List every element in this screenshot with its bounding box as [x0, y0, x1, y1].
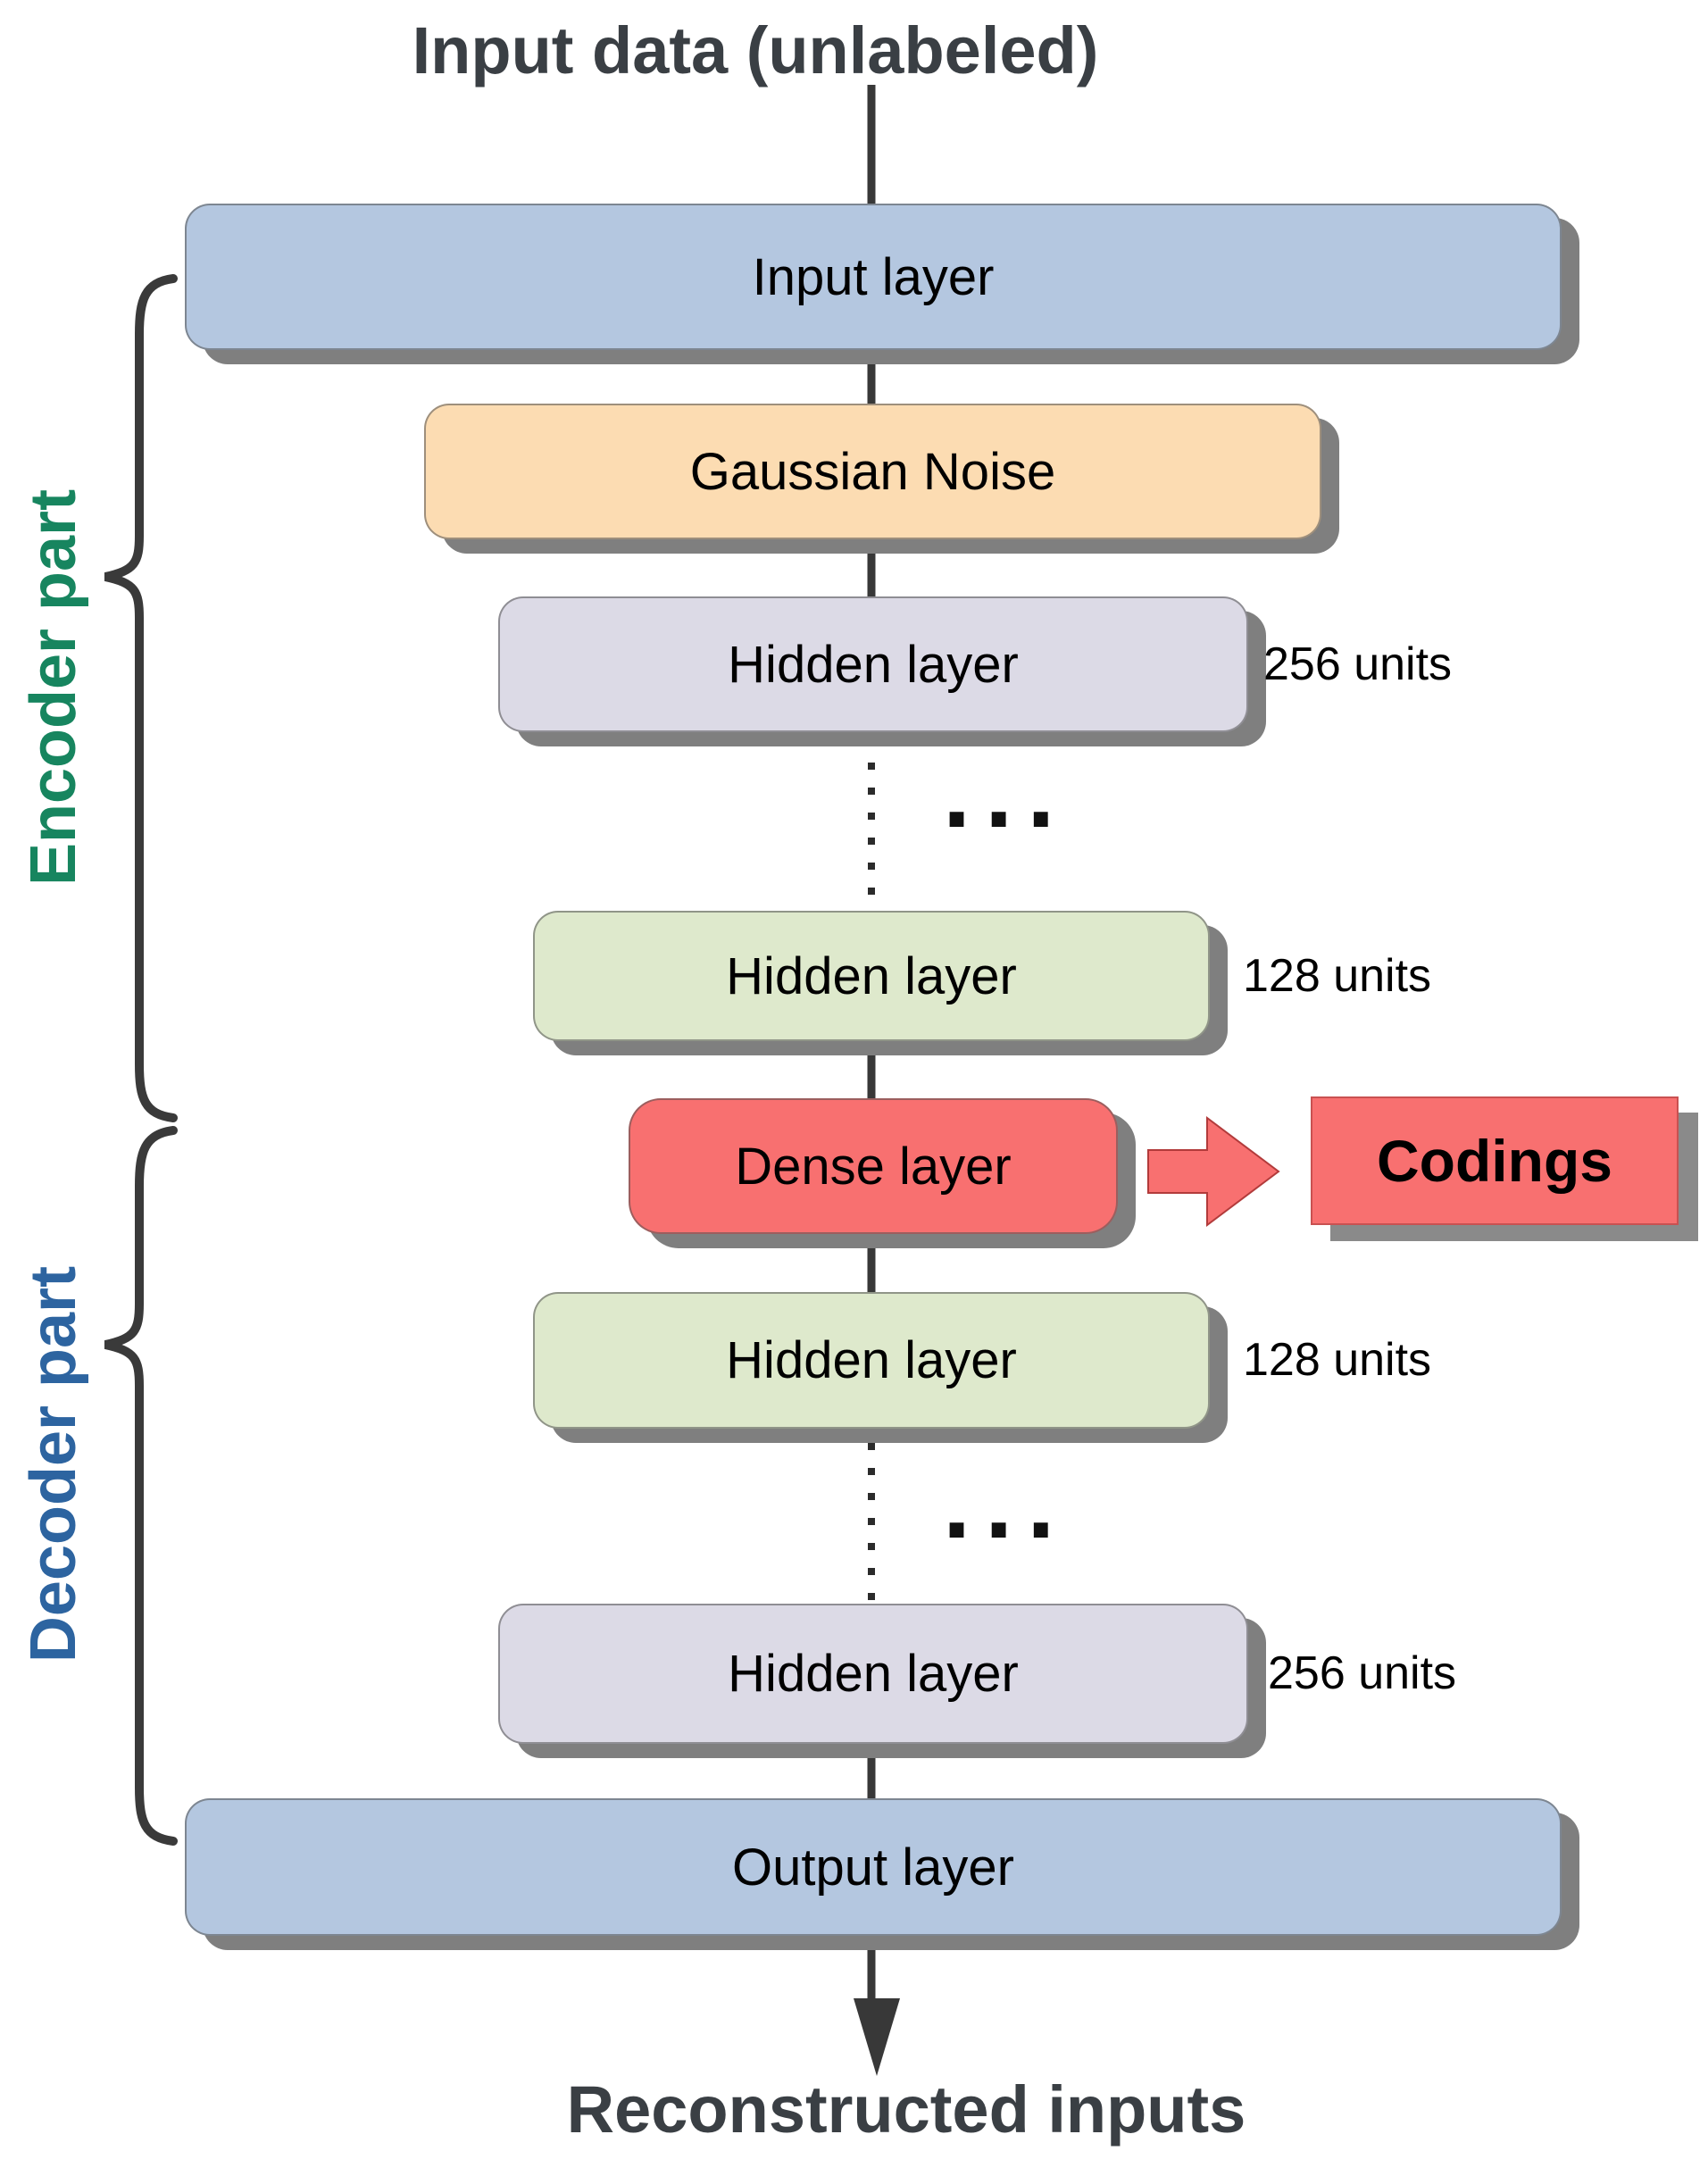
codings-box: Codings [1311, 1096, 1679, 1225]
output-layer-box: Output layer [185, 1798, 1562, 1936]
encoder-brace [104, 274, 178, 1122]
decoder-brace [104, 1126, 178, 1846]
dense-layer-box: Dense layer [629, 1098, 1118, 1234]
units-label-encoder-256: 256 units [1263, 638, 1453, 690]
units-label-encoder-128: 128 units [1243, 950, 1432, 1002]
down-arrow-icon [854, 1998, 900, 2076]
bottom-caption: Reconstructed inputs [566, 2072, 1246, 2147]
output-layer-label: Output layer [732, 1838, 1014, 1897]
input-layer-label: Input layer [752, 247, 995, 306]
hidden-encoder-128-box: Hidden layer [533, 911, 1210, 1041]
gaussian-noise-box: Gaussian Noise [424, 404, 1321, 539]
ellipsis-encoder: ... [943, 737, 1070, 848]
ellipsis-decoder: ... [943, 1447, 1070, 1559]
diagram-title: Input data (unlabeled) [412, 13, 1099, 88]
hidden-decoder-256-box: Hidden layer [498, 1604, 1248, 1744]
dense-layer-label: Dense layer [735, 1137, 1012, 1196]
hidden-encoder-256-box: Hidden layer [498, 596, 1248, 732]
hidden-decoder-128-box: Hidden layer [533, 1292, 1210, 1429]
input-layer-box: Input layer [185, 204, 1562, 350]
hidden-layer-label: Hidden layer [726, 1331, 1017, 1389]
encoder-part-label: Encoder part [18, 488, 89, 887]
codings-arrow-icon [1147, 1116, 1280, 1227]
gaussian-noise-label: Gaussian Noise [689, 442, 1056, 501]
hidden-layer-label: Hidden layer [726, 946, 1017, 1005]
codings-label: Codings [1377, 1128, 1612, 1194]
units-label-decoder-128: 128 units [1243, 1334, 1432, 1386]
hidden-layer-label: Hidden layer [728, 635, 1019, 694]
hidden-layer-label: Hidden layer [728, 1645, 1019, 1703]
units-label-decoder-256: 256 units [1268, 1647, 1457, 1699]
decoder-part-label: Decoder part [18, 1265, 89, 1663]
